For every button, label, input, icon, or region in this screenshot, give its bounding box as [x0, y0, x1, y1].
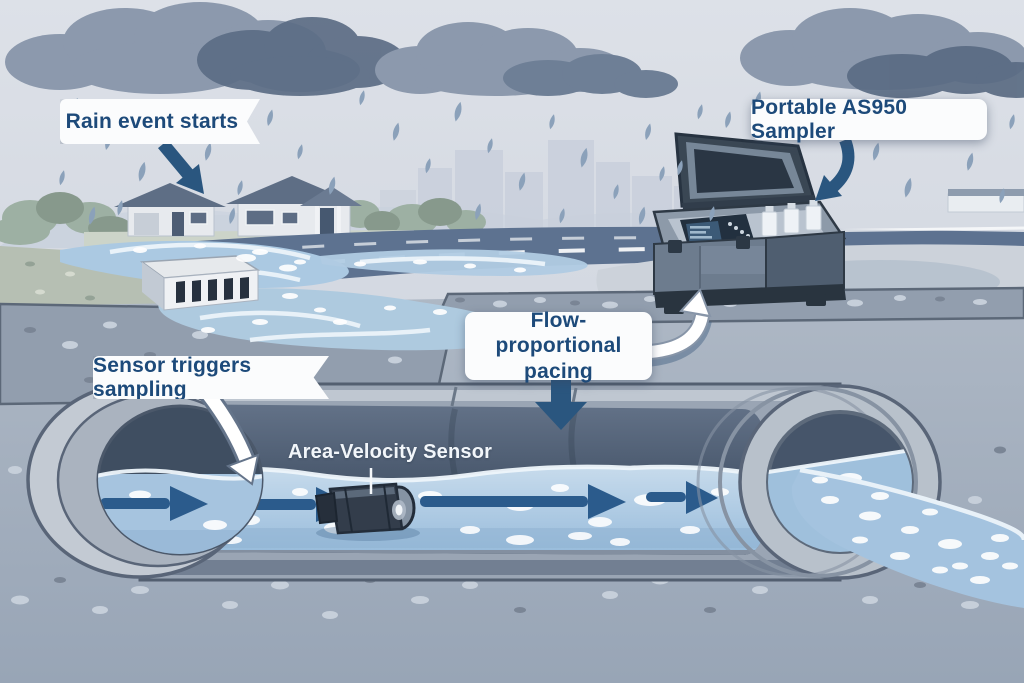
sampler-device: [652, 132, 847, 314]
callout-arrow-sampler: [815, 137, 855, 201]
callout-arrow-pacing-up: [645, 288, 712, 367]
label-sensor-trigger: Sensor triggers sampling: [93, 356, 329, 399]
callout-arrow-sensor: [200, 388, 260, 486]
area-velocity-sensor-device: [314, 482, 420, 541]
outflow-water: [791, 467, 1024, 608]
pipe-water: [150, 464, 769, 550]
label-area-velocity-sensor: Area-Velocity Sensor: [288, 441, 493, 463]
flow-arrows: [252, 481, 718, 522]
label-portable-sampler: Portable AS950 Sampler: [751, 96, 987, 143]
sample-bottles: [761, 200, 822, 237]
label-flow-pacing: Flow-proportional pacing: [465, 309, 652, 383]
callout-arrow-rain: [158, 139, 204, 194]
callout-arrow-pacing-down: [535, 374, 587, 430]
trees: [0, 192, 486, 245]
pipe: [26, 381, 1024, 608]
clouds: [5, 2, 1024, 98]
street-water: [60, 240, 588, 351]
storm-drain: [139, 254, 297, 311]
cloud-middle-dark: [503, 54, 678, 98]
label-rain-event: Rain event starts: [60, 99, 260, 144]
cloud-left-dark: [197, 17, 406, 96]
cloud-right-dark: [847, 46, 1024, 98]
